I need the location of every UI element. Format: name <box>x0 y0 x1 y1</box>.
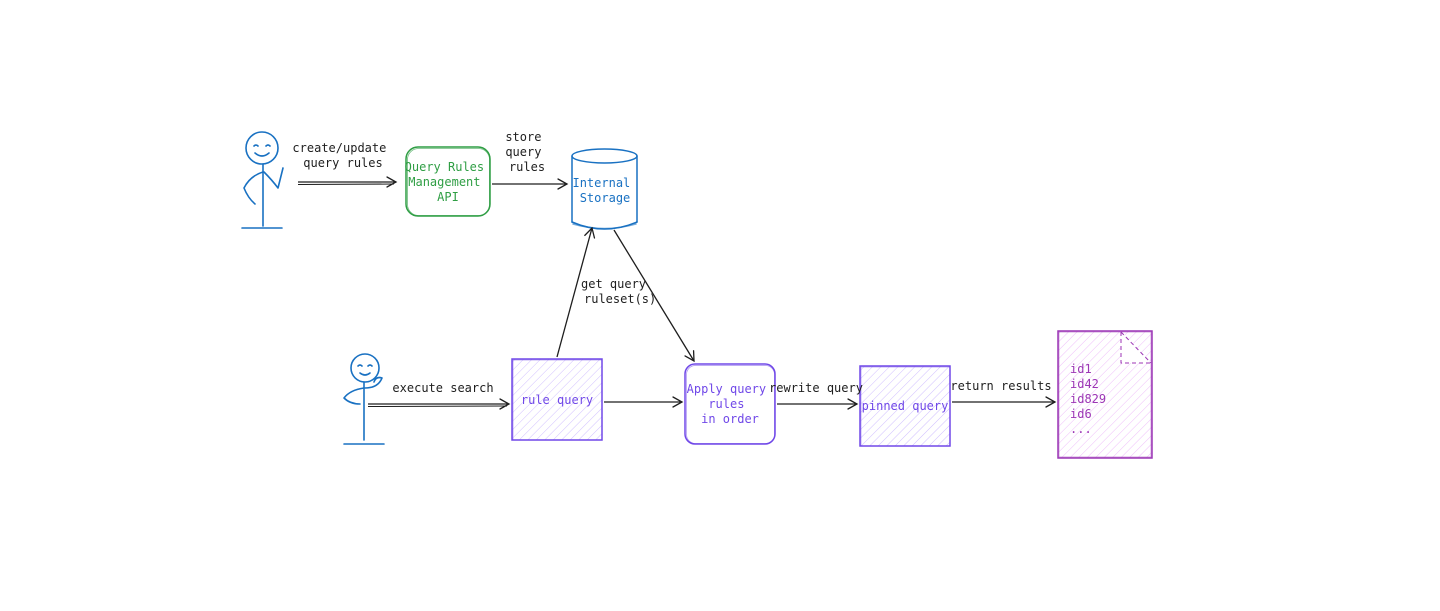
edge-label: query rules <box>303 156 382 170</box>
svg-text:store query rules: store query rules <box>505 130 548 174</box>
edge-rewrite-query: rewrite query <box>769 381 863 410</box>
result-id: id6 <box>1070 407 1092 421</box>
apply-rules-line: in order <box>701 412 759 426</box>
result-id: ... <box>1070 422 1092 436</box>
svg-text:create/update query rule: create/update query rules <box>292 141 393 170</box>
edge-label: query <box>505 145 541 159</box>
searcher-actor-icon <box>343 353 385 445</box>
api-node: Query Rules Management API <box>405 146 492 217</box>
svg-text:id1 id42 id829: id1 id42 id829 id6 ... <box>1070 362 1113 436</box>
edge-label: create/update <box>292 141 386 155</box>
edge-label: rules <box>509 160 545 174</box>
edge-label: execute search <box>392 381 493 395</box>
svg-text:Internal Storage: Internal Storage <box>572 176 637 205</box>
storage-node-line: Storage <box>580 191 631 205</box>
storage-node-line: Internal <box>572 176 630 190</box>
svg-text:get query ruleset(s): get query ruleset(s) <box>581 277 656 306</box>
edge-create-update: create/update query rules <box>292 141 398 188</box>
result-id: id829 <box>1070 392 1106 406</box>
apply-rules-line: rules <box>708 397 744 411</box>
edge-store: store query rules <box>492 130 569 190</box>
result-id: id42 <box>1070 377 1099 391</box>
edge-return-results: return results <box>950 379 1057 408</box>
storage-node: Internal Storage <box>571 148 638 230</box>
rule-query-node: rule query <box>511 358 603 441</box>
apply-rules-node: Apply query rules in order <box>684 363 776 445</box>
edge-label: rewrite query <box>769 381 863 395</box>
svg-text:Apply query rules: Apply query rules in order <box>687 382 774 426</box>
pinned-query-node: pinned query <box>859 365 951 447</box>
pinned-query-label: pinned query <box>862 399 949 413</box>
api-node-line: API <box>437 190 459 204</box>
svg-text:Query Rules Management: Query Rules Management API <box>405 160 492 204</box>
rule-query-label: rule query <box>521 393 593 407</box>
api-node-line: Management <box>408 175 480 189</box>
admin-actor-icon <box>241 131 284 229</box>
edge-label: return results <box>950 379 1051 393</box>
result-id: id1 <box>1070 362 1092 376</box>
api-node-line: Query Rules <box>405 160 484 174</box>
edge-get-ruleset: get query ruleset(s) <box>556 226 656 358</box>
edge-label: ruleset(s) <box>584 292 656 306</box>
edge-storage-to-apply <box>613 229 695 363</box>
edge-label: store <box>505 130 541 144</box>
apply-rules-line: Apply query <box>687 382 766 396</box>
results-document: id1 id42 id829 id6 ... <box>1057 330 1153 459</box>
edge-execute-search: execute search <box>367 381 511 410</box>
edge-label: get query <box>581 277 646 291</box>
